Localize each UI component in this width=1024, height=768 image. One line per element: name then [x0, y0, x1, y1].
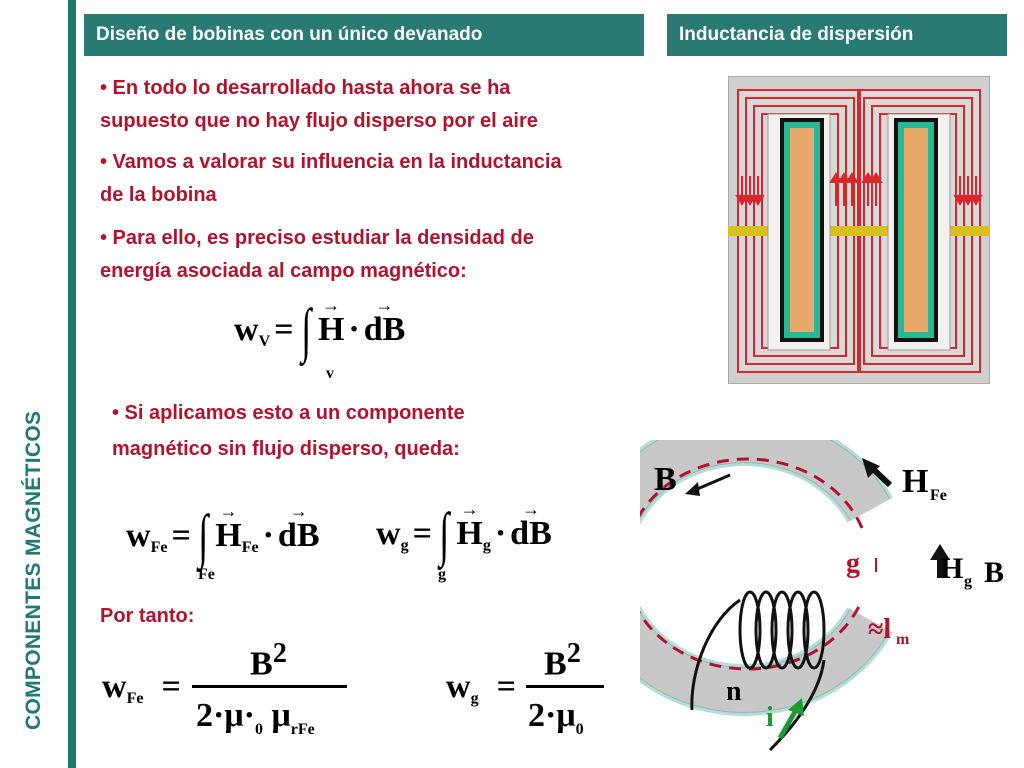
bullet-4-line-1: • Si aplicamos esto a un componente [112, 402, 465, 424]
bullet-1-line-2: supuesto que no hay flujo disperso por e… [100, 110, 538, 132]
bullet-4-line-2: magnético sin flujo disperso, queda: [112, 438, 460, 460]
equation-wfe-integral: wFe = ∫ HFe · dB [126, 501, 320, 571]
bullet-1-line-1: • En todo lo desarrollado hasta ahora se… [100, 77, 511, 99]
integral-limit-fe: Fe [198, 566, 215, 583]
bullet-2-line-2: de la bobina [100, 184, 217, 206]
integral-limit-v: v [326, 365, 334, 382]
equation-wg-numerator: B2 [544, 638, 581, 683]
equation-wg-integral: wg = ∫ Hg · dB [376, 499, 552, 569]
equation-wfe-numerator: B2 [250, 638, 287, 683]
fraction-line-wfe [192, 685, 347, 688]
label-H-fe: H [902, 463, 928, 500]
equation-wg-lhs: wg = [446, 668, 516, 707]
fraction-line-wg [526, 685, 604, 688]
label-B-toroid: B [654, 461, 677, 498]
bullet-2-line-1: • Vamos a valorar su influencia en la in… [100, 151, 562, 173]
integral-limit-g: g [438, 566, 446, 583]
label-lm-sub: m [896, 631, 910, 648]
toroid-diagram: B H Fe g H g B ≈l m n i [640, 440, 1004, 752]
header-right: Inductancia de dispersión [667, 14, 1007, 56]
bullet-3-line-2: energía asociada al campo magnético: [100, 260, 467, 282]
bullet-3-line-1: • Para ello, es preciso estudiar la dens… [100, 227, 534, 249]
equation-wg-denominator: 2·μ0 [528, 697, 584, 738]
label-H-g-sub: g [964, 573, 972, 590]
por-tanto-label: Por tanto: [100, 605, 195, 627]
label-i-current: i [766, 702, 774, 733]
equation-wfe-lhs: wFe = [102, 668, 181, 707]
label-lm: ≈l [868, 614, 891, 645]
label-H-g: H [940, 552, 963, 585]
equation-wv: wV = ∫ H · dB [234, 295, 405, 365]
side-bar [68, 0, 76, 768]
leakage-flux-diagram [728, 76, 990, 384]
label-B-gap: B [984, 556, 1004, 589]
label-n-turns: n [726, 676, 742, 707]
side-label: COMPONENTES MAGNÉTICOS [22, 410, 45, 730]
label-H-fe-sub: Fe [930, 487, 947, 504]
equation-wfe-denominator: 2·μ·0 μrFe [196, 697, 315, 738]
header-left: Diseño de bobinas con un único devanado [84, 14, 644, 56]
label-g-gap: g [846, 548, 860, 579]
